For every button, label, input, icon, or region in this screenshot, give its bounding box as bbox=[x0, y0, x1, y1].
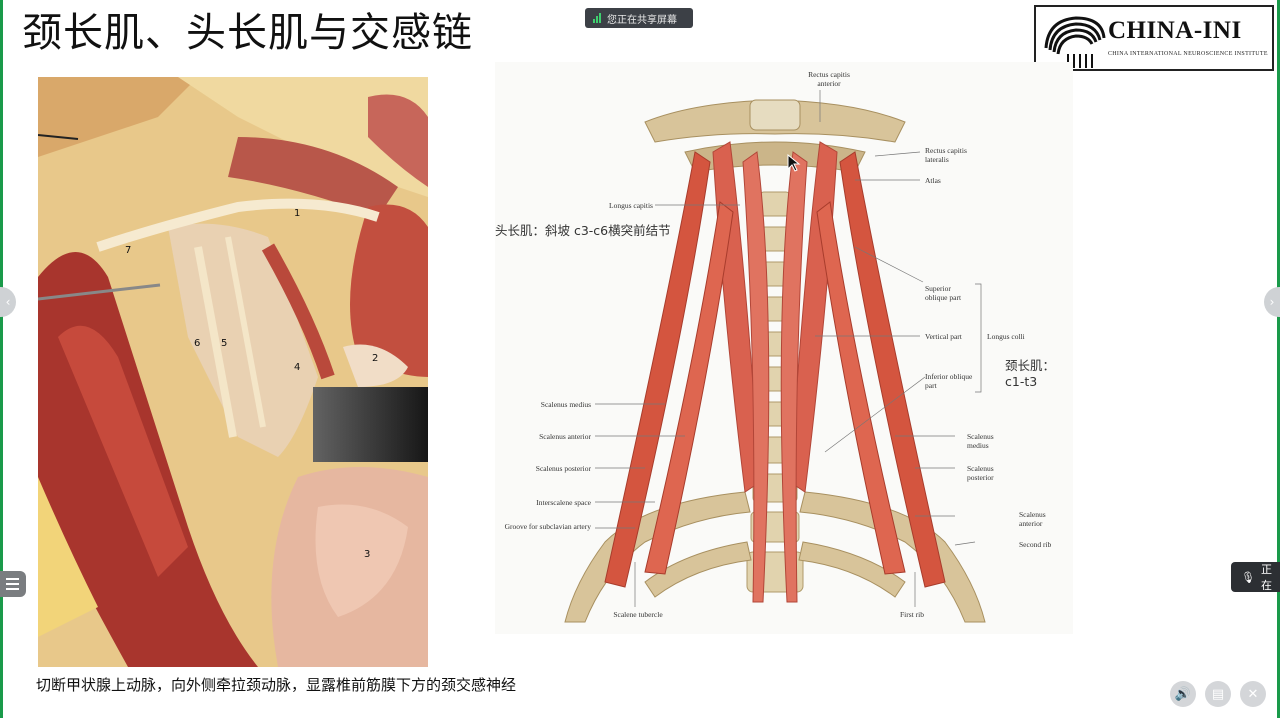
mic-status-pill[interactable]: 🎙 正在 bbox=[1231, 562, 1280, 592]
label-scalenus-medius-left: Scalenus medius bbox=[540, 400, 591, 409]
signal-bars-icon bbox=[593, 13, 601, 23]
photo-label-2: 2 bbox=[372, 353, 379, 364]
label-superior-oblique: Superior oblique part bbox=[925, 284, 962, 302]
label-scalenus-anterior-right: Scalenus anterior bbox=[1019, 510, 1046, 528]
label-vertical-part: Vertical part bbox=[925, 332, 962, 341]
next-slide-tab[interactable]: › bbox=[1264, 287, 1280, 317]
label-scalenus-posterior-right: Scalenus posterior bbox=[967, 464, 994, 482]
label-first-rib: First rib bbox=[900, 610, 924, 619]
anatomy-diagram-drawing bbox=[564, 90, 986, 623]
photo-label-4: 4 bbox=[294, 362, 301, 373]
chevron-left-icon: ‹ bbox=[5, 295, 11, 309]
annotation-longus-colli: 颈长肌：c1-t3 bbox=[1005, 358, 1056, 389]
close-button[interactable]: ✕ bbox=[1240, 681, 1266, 707]
screen-share-label: 您正在共享屏幕 bbox=[607, 14, 677, 26]
photo-label-3: 3 bbox=[364, 549, 371, 560]
left-edge-bar bbox=[0, 0, 3, 718]
logo-subtitle: CHINA INTERNATIONAL NEUROSCIENCE INSTITU… bbox=[1108, 51, 1268, 57]
logo-name: CHINA-INI bbox=[1108, 17, 1242, 44]
subtitle-icon: ▤ bbox=[1211, 686, 1225, 702]
prev-slide-tab[interactable]: ‹ bbox=[0, 287, 16, 317]
label-inferior-oblique: Inferior oblique part bbox=[925, 372, 973, 390]
photo-label-5: 5 bbox=[221, 338, 228, 349]
speaker-button[interactable]: 🔊 bbox=[1170, 681, 1196, 707]
label-groove-subclavian: Groove for subclavian artery bbox=[504, 522, 591, 531]
slide-caption: 切断甲状腺上动脉，向外侧牵拉颈动脉，显露椎前筋膜下方的颈交感神经 bbox=[36, 676, 517, 694]
photo-label-1: 1 bbox=[294, 208, 301, 219]
close-icon: ✕ bbox=[1247, 686, 1259, 702]
label-rectus-capitis-anterior: Rectus capitis anterior bbox=[808, 70, 850, 88]
label-atlas: Atlas bbox=[925, 176, 941, 185]
screen-share-banner[interactable]: 您正在共享屏幕 bbox=[585, 8, 693, 28]
dissection-photo: 1 7 6 5 4 2 3 bbox=[38, 77, 428, 667]
list-icon bbox=[6, 578, 19, 580]
chevron-right-icon: › bbox=[1269, 295, 1275, 309]
dissection-photo-drawing bbox=[38, 77, 428, 667]
label-interscalene-space: Interscalene space bbox=[536, 498, 591, 507]
anatomy-diagram: Rectus capitis anterior Rectus capitis l… bbox=[495, 62, 1073, 634]
photo-label-7: 7 bbox=[125, 245, 132, 256]
right-edge-bar bbox=[1277, 0, 1280, 718]
label-scalenus-posterior-left: Scalenus posterior bbox=[535, 464, 591, 473]
label-scalenus-medius-right: Scalenus medius bbox=[967, 432, 994, 450]
mic-status-label: 正在 bbox=[1260, 563, 1272, 592]
brain-logo-icon bbox=[1044, 16, 1106, 68]
subtitle-button[interactable]: ▤ bbox=[1205, 681, 1231, 707]
annotation-longus-capitis: 头长肌：斜坡 c3-c6横突前结节 bbox=[495, 223, 671, 238]
label-scalene-tubercle: Scalene tubercle bbox=[613, 610, 663, 619]
china-ini-logo: CHINA-INI CHINA INTERNATIONAL NEUROSCIEN… bbox=[1034, 5, 1274, 71]
slide-list-button[interactable] bbox=[0, 571, 26, 597]
speaker-icon: 🔊 bbox=[1174, 686, 1192, 702]
label-rectus-capitis-lateralis: Rectus capitis lateralis bbox=[925, 146, 967, 164]
label-second-rib: Second rib bbox=[1019, 540, 1052, 549]
microphone-icon: 🎙 bbox=[1241, 570, 1255, 584]
photo-label-6: 6 bbox=[194, 338, 201, 349]
slide-title: 颈长肌、头长肌与交感链 bbox=[22, 10, 473, 56]
mouse-cursor-icon bbox=[787, 154, 801, 172]
label-longus-capitis: Longus capitis bbox=[609, 201, 653, 210]
label-longus-colli: Longus colli bbox=[987, 332, 1025, 341]
label-scalenus-anterior-left: Scalenus anterior bbox=[539, 432, 591, 441]
